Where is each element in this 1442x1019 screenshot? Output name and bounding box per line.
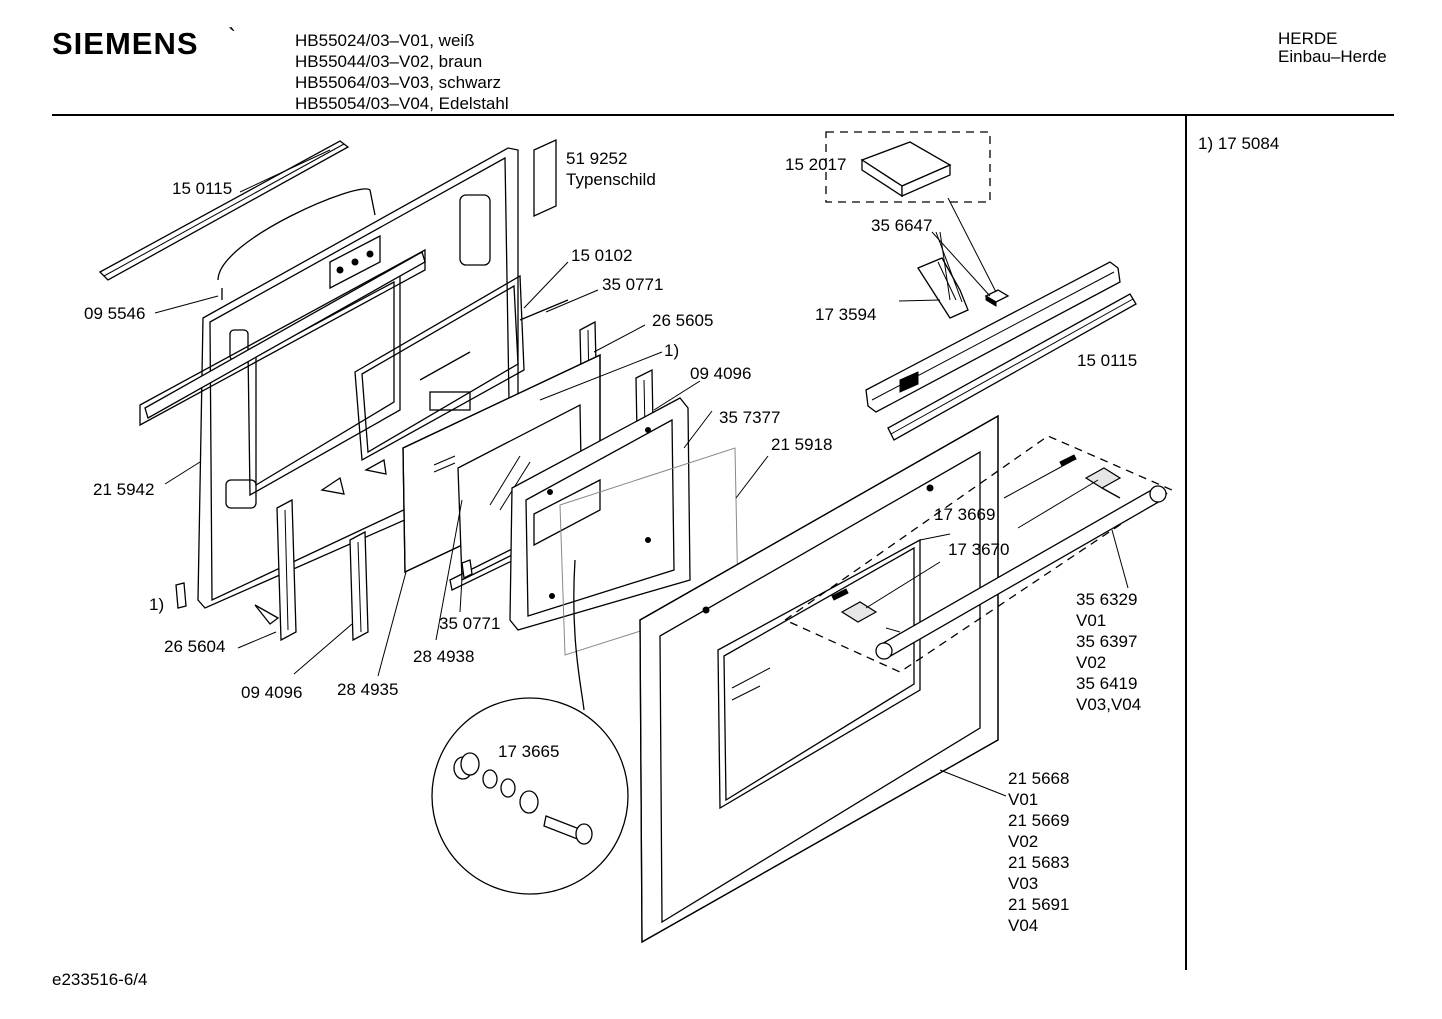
model-line: HB55064/03–V03, schwarz [295, 73, 502, 92]
variant-line: V03 [1008, 874, 1039, 893]
detail-circle [431, 559, 629, 895]
part-label: 15 0115 [172, 179, 233, 198]
bracket [917, 257, 969, 319]
part-label: 09 4096 [690, 364, 752, 383]
part-label: 17 3665 [498, 742, 560, 761]
variant-line: 21 5669 [1008, 811, 1070, 830]
handle-variant-list: 35 6329 V01 35 6397 V02 35 6419 V03,V04 [1076, 589, 1141, 715]
variant-line: V02 [1008, 832, 1039, 851]
variant-line: V01 [1008, 790, 1039, 809]
model-line: HB55054/03–V04, Edelstahl [295, 94, 509, 113]
model-list: HB55024/03–V01, weiß HB55044/03–V02, bra… [295, 30, 509, 114]
model-line: HB55024/03–V01, weiß [295, 31, 475, 50]
variant-line: 35 6419 [1076, 674, 1138, 693]
part-label: 35 0771 [602, 275, 664, 294]
variant-line: V01 [1076, 611, 1107, 630]
variant-line: V03,V04 [1076, 695, 1142, 714]
rear-rail [865, 261, 1137, 441]
variant-line: 21 5683 [1008, 853, 1070, 872]
variant-line: V04 [1008, 916, 1039, 935]
part-label: 35 6647 [871, 216, 933, 235]
header-divider [52, 114, 1394, 116]
reference-mark: 1) [664, 341, 680, 360]
model-line: HB55044/03–V02, braun [295, 52, 483, 71]
part-label: 09 5546 [84, 304, 146, 323]
type-label [533, 138, 557, 218]
part-label: 51 9252 [566, 149, 628, 168]
part-label: 21 5918 [771, 435, 833, 454]
part-label: 17 3594 [815, 305, 877, 324]
part-label: 35 0771 [439, 614, 501, 633]
part-label: 17 3670 [948, 540, 1010, 559]
seal-strip-left [98, 140, 350, 281]
document-id: e233516-6/4 [52, 970, 148, 989]
siemens-logo: SIEMENS [52, 26, 199, 61]
middle-door-frame [509, 397, 691, 631]
variant-line: V02 [1076, 653, 1107, 672]
variant-line: 21 5668 [1008, 769, 1070, 788]
part-label: 35 7377 [719, 408, 781, 427]
glass-variant-list: 21 5668 V01 21 5669 V02 21 5683 V03 21 5… [1008, 768, 1069, 936]
part-label: 15 2017 [785, 155, 847, 174]
footnote-divider [1185, 116, 1187, 970]
part-name: Typenschild [566, 170, 656, 189]
leader-lines [154, 149, 1129, 797]
brand-mark: ` [228, 24, 236, 51]
part-label: 28 4935 [337, 680, 399, 699]
part-box-152017 [825, 131, 991, 203]
part-label: 28 4938 [413, 647, 475, 666]
footnote: 1) 17 5084 [1198, 134, 1280, 153]
clip [984, 289, 1010, 307]
category-subtitle: Einbau–Herde [1278, 47, 1387, 66]
part-label: 09 4096 [241, 683, 303, 702]
small-clips [175, 559, 473, 609]
part-label: 15 0115 [1077, 351, 1138, 370]
reference-mark: 1) [149, 595, 165, 614]
part-label: 21 5942 [93, 480, 155, 499]
variant-line: 35 6329 [1076, 590, 1138, 609]
variant-line: 35 6397 [1076, 632, 1138, 651]
variant-line: 21 5691 [1008, 895, 1070, 914]
part-label: 17 3669 [934, 505, 996, 524]
part-label: 26 5605 [652, 311, 714, 330]
category-block: HERDE Einbau–Herde [1278, 30, 1387, 66]
part-label: 15 0102 [571, 246, 633, 265]
category-title: HERDE [1278, 29, 1338, 48]
part-label: 26 5604 [164, 637, 226, 656]
insulation-bar [139, 248, 426, 427]
outer-door-glass [639, 414, 999, 944]
spacer-frame [354, 274, 569, 462]
